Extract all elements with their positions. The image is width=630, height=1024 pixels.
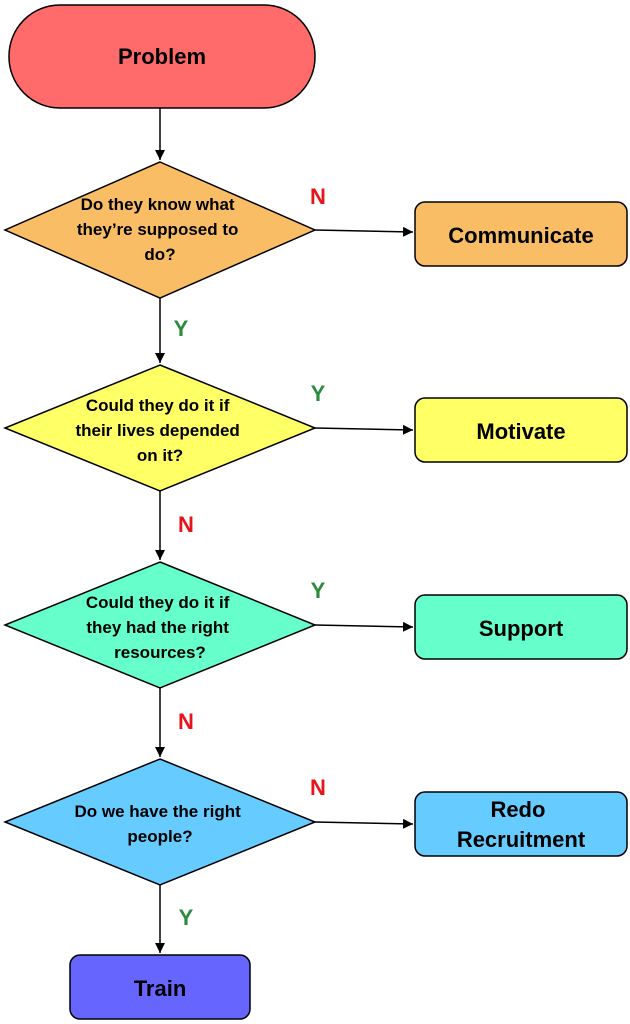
arrow-decision-2-to-outcome-2: [314, 424, 414, 435]
start-node-label: Problem: [118, 44, 206, 69]
decision-2-line-2: their lives depended: [75, 421, 239, 440]
decision-4-side-answer: N: [310, 775, 326, 800]
arrow-decision-1-to-outcome-1: [314, 226, 414, 237]
decision-4-line-1: Do we have the right: [75, 802, 242, 821]
outcome-communicate: Communicate: [414, 201, 628, 267]
decision-1-line-2: they’re supposed to: [77, 220, 239, 239]
outcome-2-shape: [414, 397, 628, 463]
outcome-4-shape: [414, 791, 628, 857]
arrow-decision-4-to-outcome-4: [314, 818, 414, 829]
decision-2-line-1: Could they do it if: [86, 396, 230, 415]
start-node: Problem: [8, 4, 316, 109]
end-node-shape: [69, 954, 251, 1020]
decision-3-line-1: Could they do it if: [86, 593, 230, 612]
decision-3-side-answer: Y: [311, 578, 326, 603]
outcome-motivate: Motivate: [414, 397, 628, 463]
decision-1-line-3: do?: [144, 245, 175, 264]
end-node-label: Train: [134, 976, 187, 1001]
end-node: Train: [69, 954, 251, 1020]
decision-4-shape: [3, 758, 317, 886]
decision-1-down-answer: Y: [174, 316, 189, 341]
decision-3-label: Could they do it if they had the right r…: [86, 593, 234, 662]
decision-lives-depended: Could they do it if their lives depended…: [3, 364, 317, 492]
decision-right-resources: Could they do it if they had the right r…: [3, 561, 317, 689]
decision-3-down-answer: N: [178, 709, 194, 734]
decision-3-line-2: they had the right: [86, 618, 229, 637]
arrow-decision-3-to-outcome-3: [314, 621, 414, 632]
decision-2-label: Could they do it if their lives depended…: [75, 396, 244, 465]
outcome-4-line-1: Redo: [490, 797, 545, 822]
outcome-4-line-2: Recruitment: [457, 827, 586, 852]
decision-4-line-2: people?: [127, 827, 192, 846]
decision-2-side-answer: Y: [311, 381, 326, 406]
outcome-support: Support: [414, 594, 628, 660]
outcome-3-shape: [414, 594, 628, 660]
outcome-1-shape: [414, 201, 628, 267]
decision-1-line-1: Do they know what: [81, 195, 235, 214]
outcome-2-label: Motivate: [476, 419, 565, 444]
decision-right-people: Do we have the right people?: [3, 758, 317, 886]
decision-4-label: Do we have the right people?: [75, 802, 246, 846]
decision-3-line-3: resources?: [114, 643, 206, 662]
decision-2-down-answer: N: [178, 512, 194, 537]
outcome-3-label: Support: [479, 616, 564, 641]
outcome-4-label: Redo Recruitment: [457, 797, 586, 852]
outcome-1-label: Communicate: [448, 223, 593, 248]
outcome-redo-recruitment: Redo Recruitment: [414, 791, 628, 857]
decision-1-side-answer: N: [310, 184, 326, 209]
decision-4-down-answer: Y: [179, 905, 194, 930]
decision-1-label: Do they know what they’re supposed to do…: [77, 195, 243, 264]
decision-know-expectations: Do they know what they’re supposed to do…: [3, 161, 317, 299]
start-node-shape: [8, 4, 316, 109]
decision-2-line-3: on it?: [137, 446, 183, 465]
